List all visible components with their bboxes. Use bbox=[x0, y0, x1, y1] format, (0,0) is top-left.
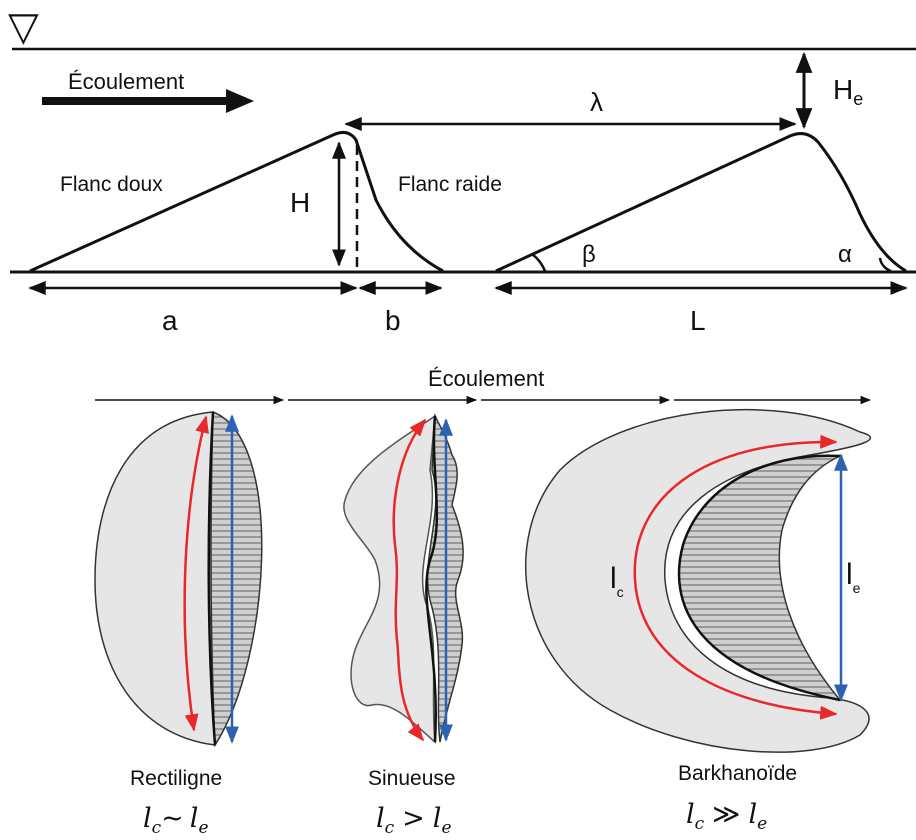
caption-barchanoid: Barkhanoïde lc≫le bbox=[678, 762, 797, 834]
crest-line bbox=[425, 415, 439, 743]
water-surface-symbol: ▽ bbox=[8, 5, 39, 49]
span-length-label: le bbox=[846, 558, 861, 596]
stoss-side bbox=[524, 408, 872, 753]
crest-length-arrow bbox=[183, 415, 209, 732]
shape-relation: lc≫le bbox=[686, 799, 767, 834]
water-depth-label: He bbox=[833, 74, 863, 109]
first-dune-profile bbox=[29, 130, 444, 273]
rectilinear-bedform bbox=[94, 410, 263, 748]
height-label: H bbox=[290, 187, 310, 218]
gentle-flank-label: Flanc doux bbox=[60, 173, 163, 196]
angle-beta-arc bbox=[531, 253, 547, 272]
wavelength-label: λ bbox=[590, 87, 603, 117]
barchanoid-bedform: lc le bbox=[524, 408, 872, 753]
crest-length-arrow bbox=[392, 418, 427, 742]
shape-name: Sinueuse bbox=[368, 767, 456, 790]
angle-beta-label: β bbox=[582, 241, 596, 268]
flow-label-profile: Écoulement bbox=[68, 69, 184, 94]
caption-rectilinear: Rectiligne lc~le bbox=[130, 767, 222, 838]
lee-side bbox=[210, 410, 263, 748]
shape-name: Barkhanoïde bbox=[678, 762, 797, 785]
sinuous-bedform bbox=[343, 413, 464, 744]
flow-label-planform: Écoulement bbox=[428, 366, 544, 391]
crest-length-arrow bbox=[633, 434, 838, 720]
second-dune-profile bbox=[495, 132, 907, 273]
crest-length-label: lc bbox=[610, 562, 624, 600]
length-a-label: a bbox=[162, 305, 178, 336]
caption-sinuous: Sinueuse lc>le bbox=[368, 767, 456, 838]
shape-relation: lc>le bbox=[376, 803, 452, 838]
shape-relation: lc~le bbox=[143, 803, 209, 838]
crest-line bbox=[677, 454, 841, 702]
angle-alpha-label: α bbox=[838, 241, 852, 268]
steep-flank-label: Flanc raide bbox=[398, 173, 502, 196]
length-b-label: b bbox=[385, 305, 401, 336]
stoss-side bbox=[343, 414, 436, 744]
flow-arrow-head bbox=[226, 89, 254, 113]
length-L-label: L bbox=[690, 305, 706, 336]
shape-name: Rectiligne bbox=[130, 767, 222, 790]
angle-alpha-arc bbox=[878, 257, 892, 273]
